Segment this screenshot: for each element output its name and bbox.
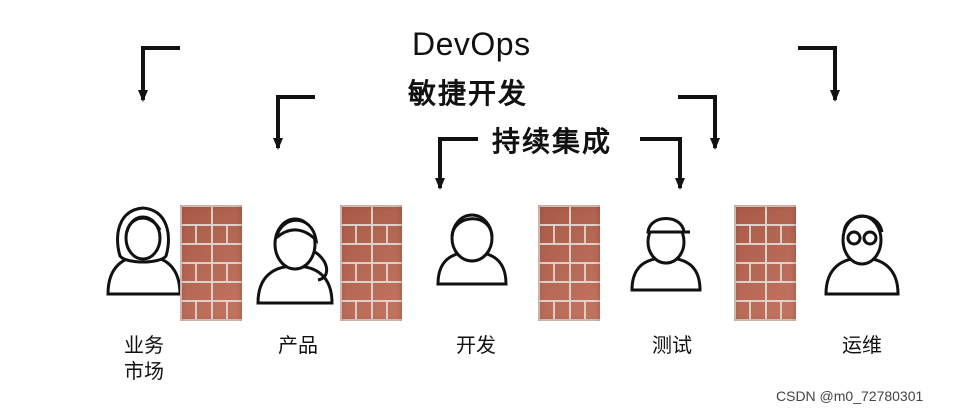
role-ops-label: 运维 (842, 333, 882, 357)
brick-wall-3 (538, 205, 600, 321)
developer-person-icon (436, 213, 508, 286)
brick-wall-4 (734, 205, 796, 321)
marketing-person-icon (106, 206, 182, 296)
ci-arrow-right (640, 137, 685, 190)
devops-title: DevOps (412, 26, 531, 62)
product-person-icon (256, 217, 334, 305)
role-product-label: 产品 (278, 333, 318, 357)
ops-person-icon (824, 214, 900, 296)
ci-arrow-left (435, 137, 478, 190)
role-dev-label: 开发 (456, 333, 496, 357)
devops-arrow-right (798, 46, 840, 102)
brick-wall-1 (180, 205, 242, 321)
role-marketing-label: 业务 市场 (124, 333, 164, 383)
agile-arrow-left (273, 95, 315, 150)
ci-label: 持续集成 (492, 125, 613, 158)
tester-person-icon (630, 217, 702, 292)
devops-arrow-left (138, 46, 180, 102)
role-test-label: 测试 (652, 333, 692, 357)
brick-wall-2 (340, 205, 402, 321)
watermark-text: CSDN @m0_72780301 (776, 388, 924, 404)
agile-label: 敏捷开发 (408, 77, 529, 110)
agile-arrow-right (678, 95, 720, 150)
